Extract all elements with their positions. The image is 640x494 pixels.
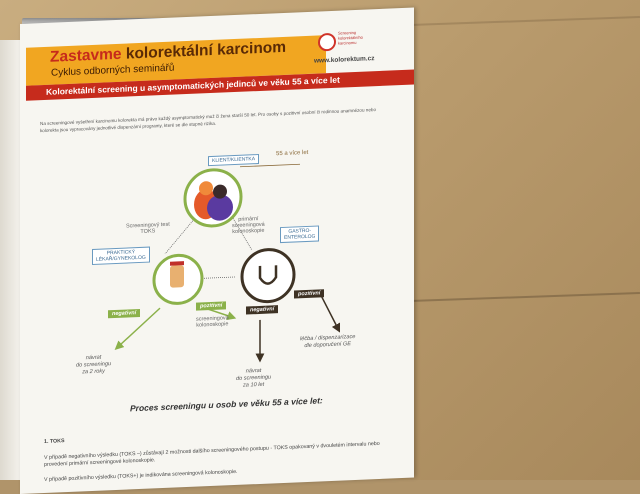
ge-negative-tag: negativní (246, 305, 279, 315)
edge-client-ge (229, 212, 253, 251)
stool-test-icon (170, 265, 184, 288)
poster: Zastavme kolorektální karcinom Cyklus od… (20, 7, 414, 494)
gp-negative-tag: negativní (108, 308, 141, 319)
gp-positive-tag: pozitivní (196, 301, 227, 311)
edge-client-gp (164, 214, 199, 255)
ge-label: GASTRO-ENTEROLOG (280, 225, 320, 244)
ge-positive-tag: pozitivní (294, 289, 325, 299)
edge-gp-ge (202, 276, 235, 279)
client-label: KLIENT/KLIENTKA (208, 153, 260, 167)
adjacent-poster-edge (0, 40, 20, 480)
ge-node (240, 248, 296, 304)
client-figure-man (207, 194, 233, 221)
screening-diagram (114, 163, 341, 363)
stethoscope-icon (258, 265, 278, 285)
